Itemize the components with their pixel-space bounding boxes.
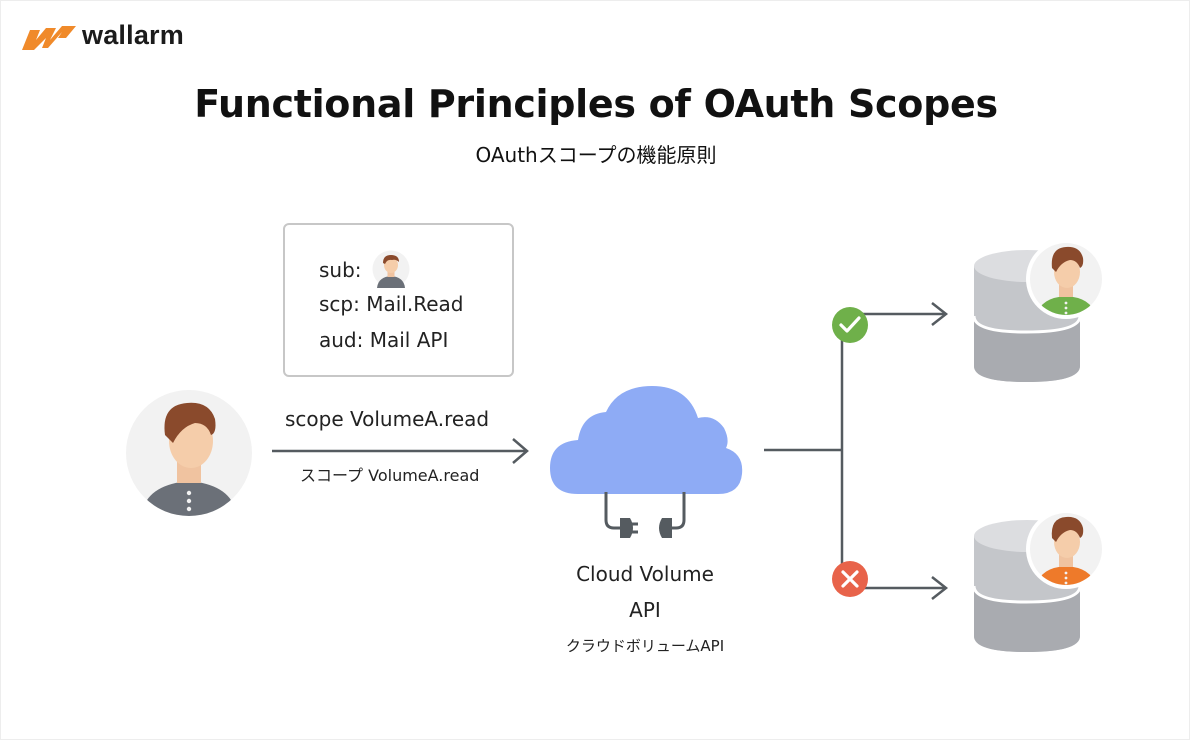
token-sub-label: sub: [319, 258, 362, 282]
api-name-label: Cloud Volume API [540, 556, 750, 628]
allowed-user-avatar-icon [1026, 239, 1106, 319]
token-user-avatar-icon [372, 250, 410, 288]
check-icon [832, 307, 868, 343]
api-name-line2: API [629, 598, 661, 622]
access-token-card: sub: scp: Mail.Read aud: Mail API [283, 223, 514, 377]
page-subtitle: OAuthスコープの機能原則 [475, 143, 717, 167]
page-title: Functional Principles of OAuth Scopes [194, 82, 998, 126]
request-arrow [272, 438, 529, 464]
cross-icon [832, 561, 868, 597]
token-scope-line: scp: Mail.Read [319, 292, 464, 316]
api-name-line1: Cloud Volume [576, 562, 714, 586]
wallarm-logo-text: wallarm [82, 20, 184, 50]
cloud-api-icon [550, 386, 743, 494]
wallarm-logo-mark-icon [22, 26, 76, 50]
request-scope-label: scope VolumeA.read [285, 407, 490, 431]
plug-icon [604, 492, 686, 538]
token-audience-line: aud: Mail API [319, 328, 449, 352]
denied-user-avatar-icon [1026, 509, 1106, 589]
api-name-label-jp: クラウドボリュームAPI [565, 637, 725, 655]
client-user-avatar-icon [126, 390, 252, 516]
token-sub-line: sub: [319, 258, 362, 282]
request-scope-label-jp: スコープ VolumeA.read [300, 466, 480, 485]
wallarm-logo: wallarm [22, 20, 202, 54]
